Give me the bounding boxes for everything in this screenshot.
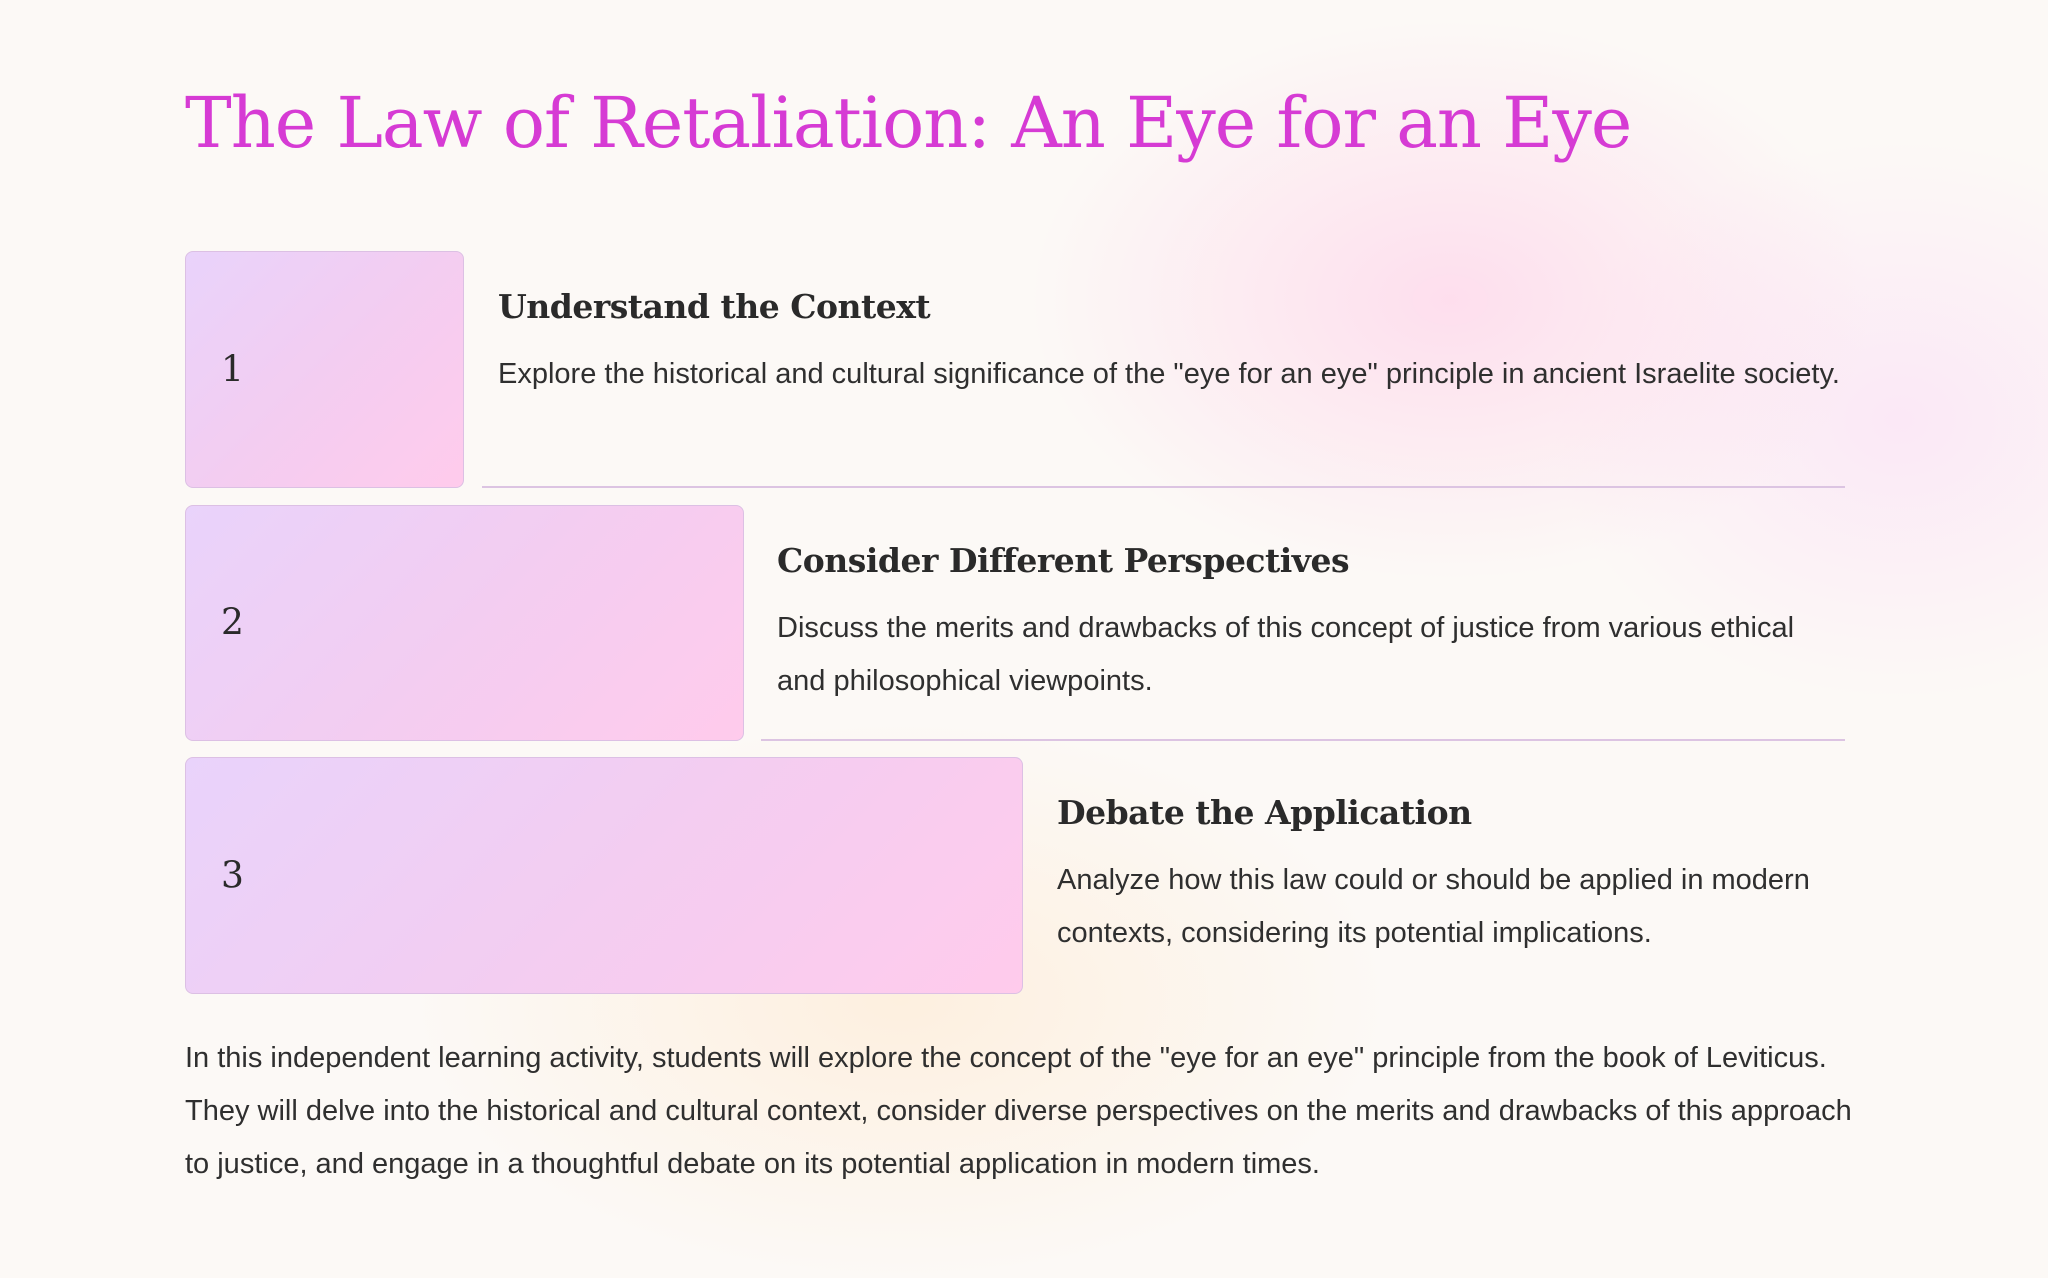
step-number-box: 2 [185, 505, 744, 741]
step-number-box: 1 [185, 251, 464, 488]
step-1: 1 Understand the Context Explore the his… [185, 251, 1845, 488]
page-title: The Law of Retaliation: An Eye for an Ey… [185, 82, 1632, 164]
step-heading: Debate the Application [1057, 793, 1472, 832]
step-number: 2 [221, 602, 244, 644]
summary-paragraph: In this independent learning activity, s… [185, 1042, 1852, 1180]
step-description: Explore the historical and cultural sign… [498, 358, 1840, 390]
step-number: 3 [221, 855, 244, 896]
step-number: 1 [221, 349, 244, 390]
step-number-box: 3 [185, 757, 1023, 994]
step-2: 2 Consider Different Perspectives Discus… [185, 505, 1845, 741]
step-3: 3 Debate the Application Analyze how thi… [185, 757, 1845, 994]
step-heading: Consider Different Perspectives [777, 541, 1350, 580]
step-description: Discuss the merits and drawbacks of this… [777, 612, 1795, 697]
divider [482, 486, 1845, 488]
step-description: Analyze how this law could or should be … [1057, 864, 1810, 949]
divider [761, 739, 1845, 741]
step-heading: Understand the Context [498, 287, 931, 326]
